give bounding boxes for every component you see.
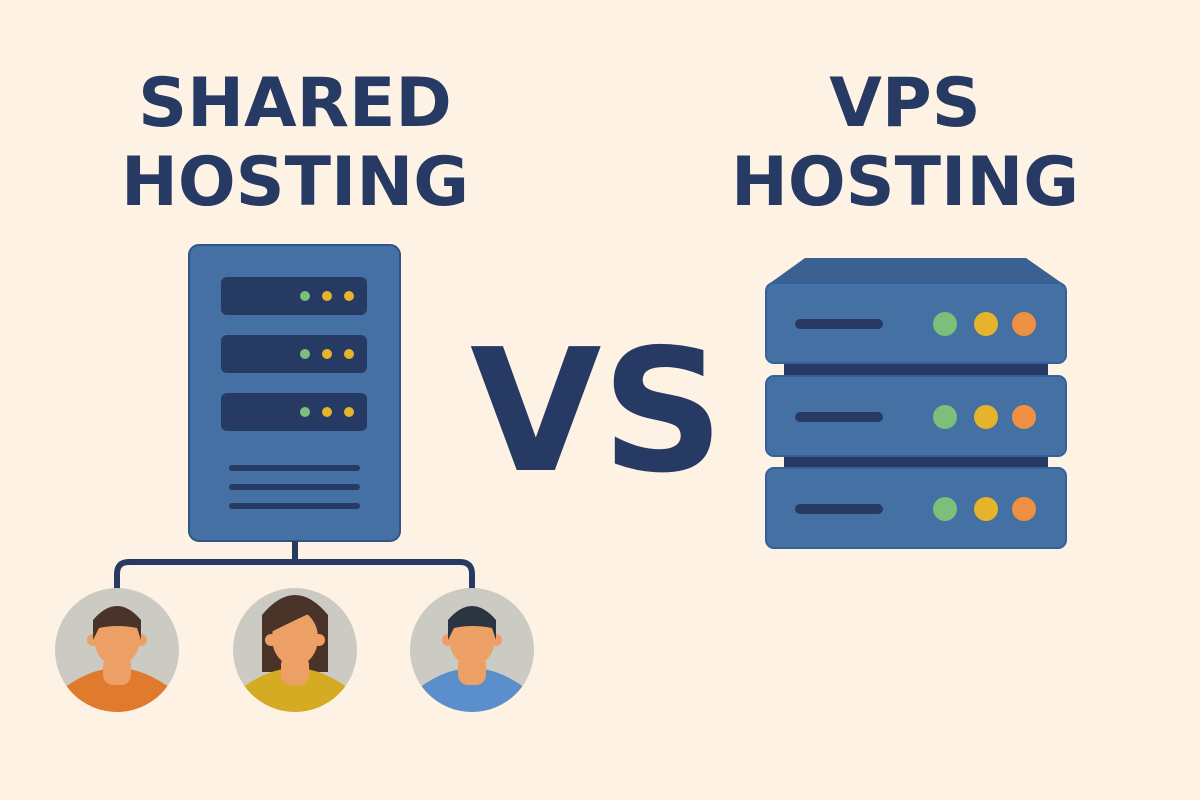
- shared-title-line1: SHARED: [138, 64, 452, 143]
- vps-server-unit: [765, 282, 1067, 364]
- drive-slot: [221, 277, 367, 315]
- user-avatar-icon: [233, 588, 357, 712]
- drive-slot: [221, 335, 367, 373]
- shared-title-line2: HOSTING: [121, 143, 469, 222]
- shared-server-icon: [188, 244, 401, 542]
- network-connector: [114, 541, 475, 592]
- vs-label: VS: [470, 313, 724, 511]
- vps-title-line1: VPS: [829, 64, 980, 143]
- vps-server-unit: [765, 375, 1067, 457]
- vps-server-unit: [765, 467, 1067, 549]
- drive-slot: [221, 393, 367, 431]
- user-avatar-icon: [410, 588, 534, 712]
- vps-title-line2: HOSTING: [731, 143, 1079, 222]
- vps-server-icon: [765, 258, 1067, 549]
- user-avatar-icon: [55, 588, 179, 712]
